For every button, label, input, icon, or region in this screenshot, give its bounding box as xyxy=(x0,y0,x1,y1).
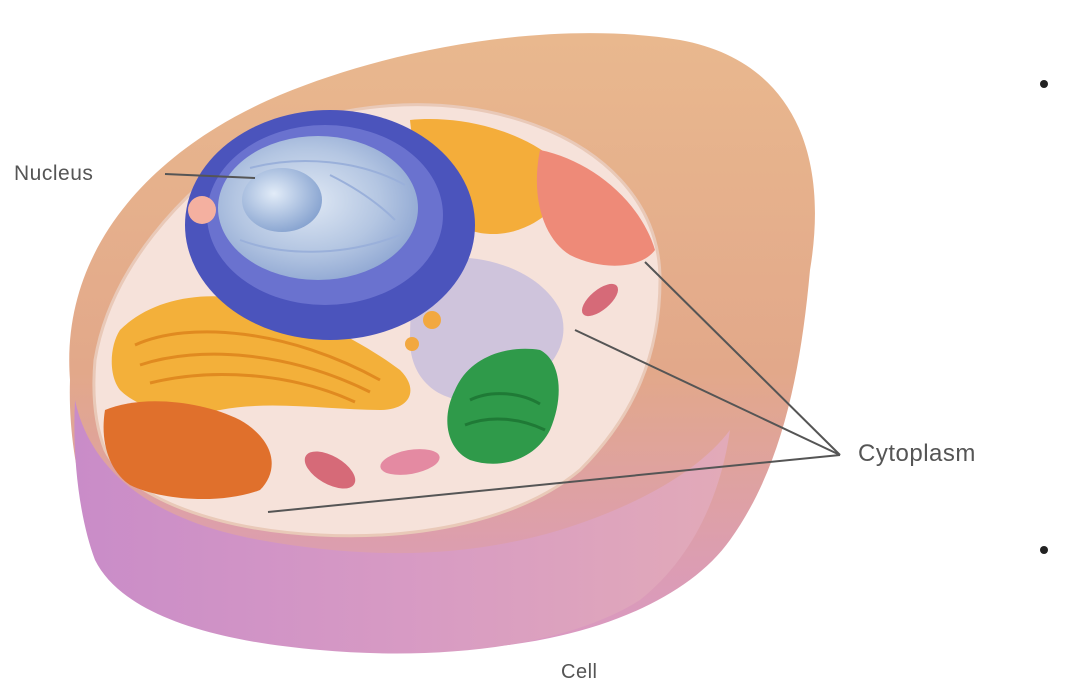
cytoplasm-label: Cytoplasm xyxy=(858,440,976,468)
cell-label: Cell xyxy=(561,661,597,684)
nucleus-label: Nucleus xyxy=(14,162,93,186)
bullet-point xyxy=(1040,546,1048,554)
vesicle xyxy=(423,311,441,329)
vesicle xyxy=(405,337,419,351)
vesicle xyxy=(188,196,216,224)
bullet-point xyxy=(1040,80,1048,88)
